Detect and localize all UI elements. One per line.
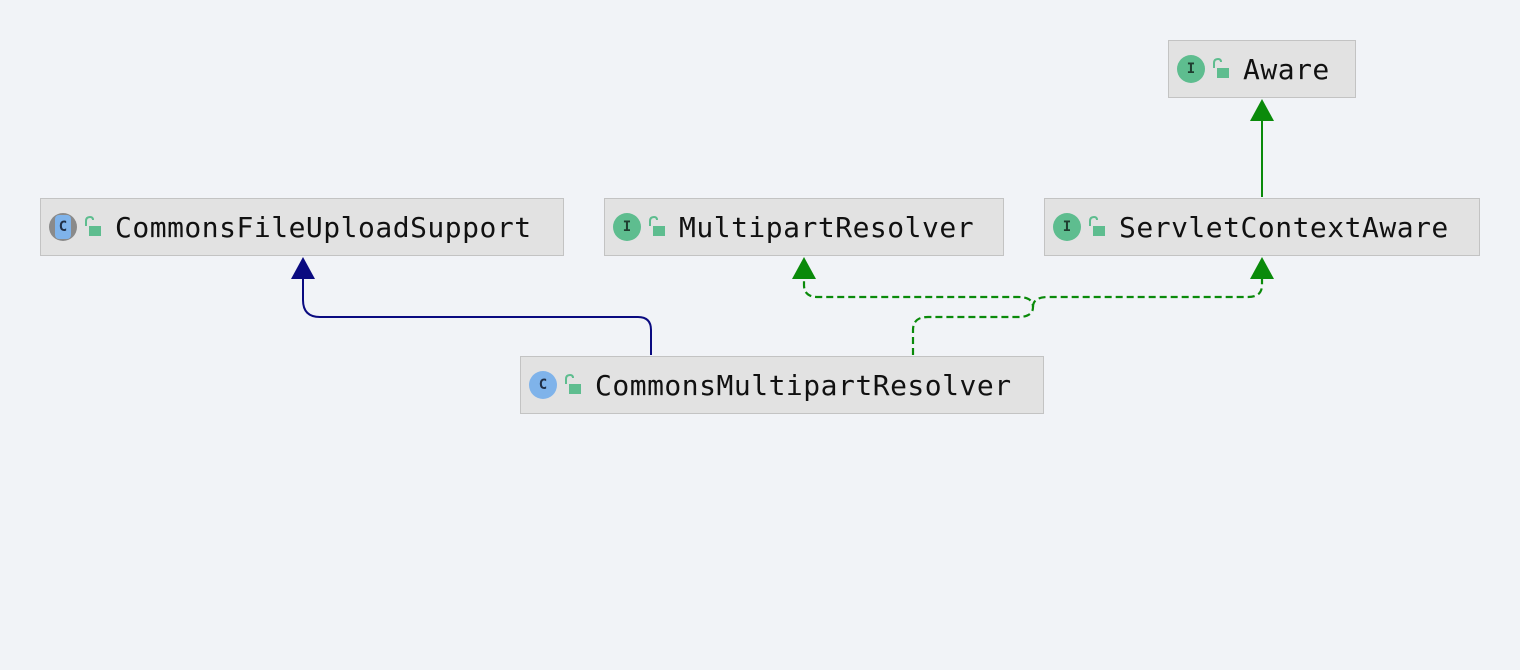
- abstract-class-icon: C: [49, 213, 77, 241]
- class-glyph: C: [55, 215, 71, 239]
- public-lock-icon: [1089, 216, 1105, 236]
- edge-commonsmultipartresolver-to-servletcontextaware: [1031, 279, 1264, 308]
- public-lock-icon: [1213, 58, 1229, 78]
- class-icon: C: [529, 371, 557, 399]
- interface-icon: I: [613, 213, 641, 241]
- node-label: CommonsMultipartResolver: [595, 368, 1012, 402]
- node-multipart-resolver[interactable]: I MultipartResolver: [604, 198, 1004, 256]
- node-commons-file-upload-support[interactable]: C CommonsFileUploadSupport: [40, 198, 564, 256]
- node-servlet-context-aware[interactable]: I ServletContextAware: [1044, 198, 1480, 256]
- public-lock-icon: [565, 374, 581, 394]
- node-label: Aware: [1243, 52, 1330, 86]
- node-aware[interactable]: I Aware: [1168, 40, 1356, 98]
- edge-commonsmultipartresolver-to-multipartresolver: [802, 279, 1035, 355]
- interface-icon: I: [1053, 213, 1081, 241]
- node-label: MultipartResolver: [679, 210, 975, 244]
- arrowhead-servletcontextaware: [1250, 257, 1274, 279]
- public-lock-icon: [85, 216, 101, 236]
- interface-icon: I: [1177, 55, 1205, 83]
- arrowhead-aware: [1250, 99, 1274, 121]
- arrowhead-multipartresolver: [792, 257, 816, 279]
- node-commons-multipart-resolver[interactable]: C CommonsMultipartResolver: [520, 356, 1044, 414]
- arrowhead-commonsfileuploadsupport: [291, 257, 315, 279]
- node-label: ServletContextAware: [1119, 210, 1449, 244]
- public-lock-icon: [649, 216, 665, 236]
- edge-commonsmultipartresolver-to-commonsfileuploadsupport: [302, 278, 652, 355]
- node-label: CommonsFileUploadSupport: [115, 210, 532, 244]
